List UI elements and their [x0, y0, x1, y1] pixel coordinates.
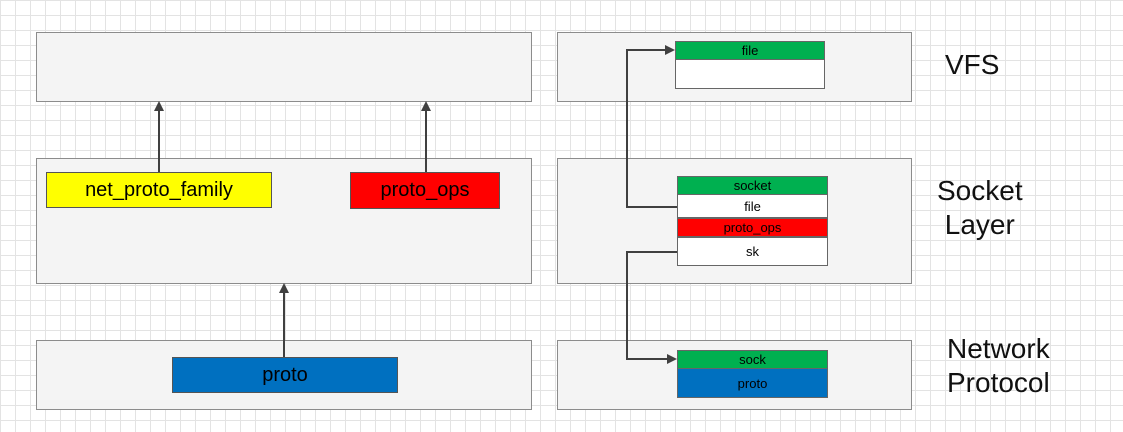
file-struct-body	[675, 59, 825, 89]
socket-layer-label: Socket Layer	[937, 174, 1023, 242]
sock-struct-header: sock	[677, 350, 828, 369]
proto-ops-chip: proto_ops	[350, 172, 500, 209]
socket-label-line-2: Layer	[944, 209, 1015, 241]
vfs-label-line: VFS	[945, 49, 1000, 80]
net-proto-family-chip: net_proto_family	[46, 172, 272, 208]
socket-field-sk: sk	[677, 237, 828, 266]
network-label-line-1: Network	[947, 333, 1050, 364]
network-protocol-layer-label: Network Protocol	[947, 332, 1050, 400]
socket-field-proto-ops: proto_ops	[677, 218, 828, 237]
proto-chip: proto	[172, 357, 398, 393]
socket-label-line-1: Socket	[937, 175, 1023, 206]
socket-field-file: file	[677, 194, 828, 218]
network-label-line-2: Protocol	[947, 367, 1050, 399]
vfs-layer-box-left	[36, 32, 532, 102]
sock-field-proto: proto	[677, 368, 828, 398]
file-struct-header: file	[675, 41, 825, 60]
socket-struct-header: socket	[677, 176, 828, 195]
vfs-layer-label: VFS	[945, 48, 999, 82]
